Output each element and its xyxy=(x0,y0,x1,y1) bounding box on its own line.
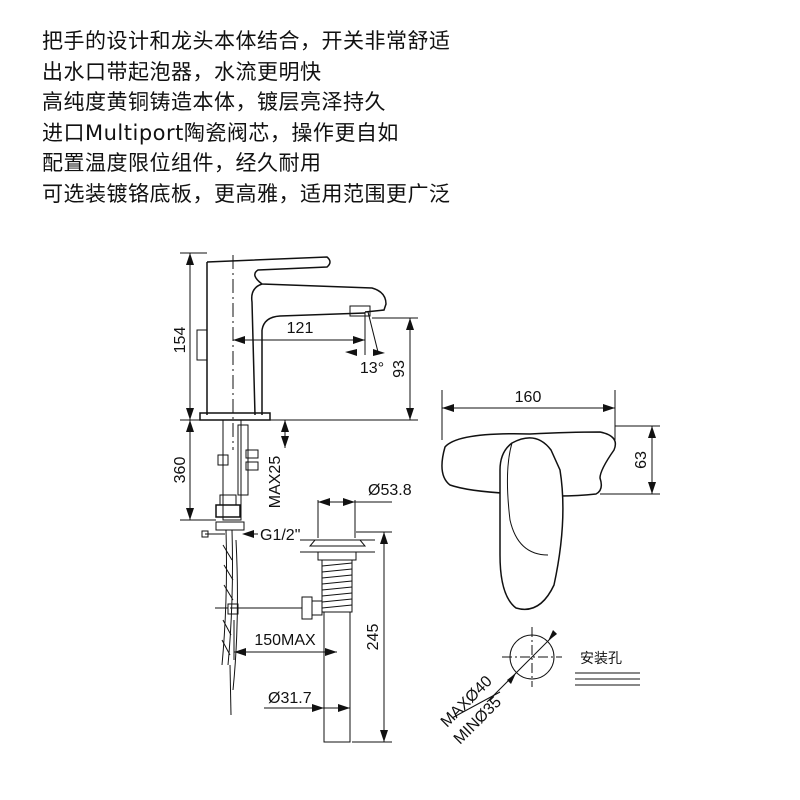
feature-item: 可选装镀铬底板，更高雅，适用范围更广泛 xyxy=(42,181,451,206)
feature-item: 出水口带起泡器，水流更明快 xyxy=(42,59,322,84)
dim-reach-121: 121 13° xyxy=(233,311,385,377)
faucet-top-view xyxy=(441,431,617,610)
dim-drain-245: 245 xyxy=(352,531,392,743)
thread-label: G1/2" xyxy=(260,527,300,544)
dim-height-154: 154 xyxy=(172,252,207,421)
drain-diam-label: Ø53.8 xyxy=(368,482,412,499)
dim-max25-label: MAX25 xyxy=(267,456,284,509)
dim-160-label: 160 xyxy=(515,389,542,406)
feature-item: 高纯度黄铜铸造本体，镀层亮泽持久 xyxy=(42,90,386,114)
faucet-side-view xyxy=(196,255,387,450)
dim-150max: 150MAX xyxy=(233,620,337,660)
faucet-shank xyxy=(201,419,259,716)
dim-13-label: 13° xyxy=(360,360,384,377)
dim-top-63: 63 xyxy=(600,425,660,495)
install-hole-label: 安装孔 xyxy=(580,651,622,667)
dim-154-label: 154 xyxy=(172,327,189,354)
dim-shank-360: 360 xyxy=(172,420,216,521)
feature-item: 进口Multiport陶瓷阀芯，操作更自如 xyxy=(42,120,399,145)
pipe-diam-label: Ø31.7 xyxy=(268,690,312,707)
feature-item: 配置温度限位组件，经久耐用 xyxy=(42,151,322,175)
dim-spout-93: 93 xyxy=(270,317,418,421)
pop-up-drain xyxy=(215,539,375,743)
dim-360-label: 360 xyxy=(172,457,189,484)
dim-pipe-diam: Ø31.7 xyxy=(264,690,350,712)
dim-63-label: 63 xyxy=(633,451,650,469)
feature-list: 把手的设计和龙头本体结合，开关非常舒适 出水口带起泡器，水流更明快 高纯度黄铜铸… xyxy=(42,26,451,209)
dim-245-label: 245 xyxy=(365,624,382,651)
install-hole-diagram: MAXØ40 MINØ35 xyxy=(438,627,562,748)
dim-max25: MAX25 xyxy=(267,419,294,509)
dim-150max-label: 150MAX xyxy=(254,632,316,649)
dim-top-160: 160 xyxy=(441,389,616,440)
dim-121-label: 121 xyxy=(287,320,314,337)
install-hole-legend: 安装孔 xyxy=(575,651,640,686)
dim-93-label: 93 xyxy=(391,360,408,378)
dim-drain-diam: Ø53.8 xyxy=(317,482,412,538)
feature-item: 把手的设计和龙头本体结合，开关非常舒适 xyxy=(42,29,451,53)
dim-thread: G1/2" xyxy=(242,527,300,544)
